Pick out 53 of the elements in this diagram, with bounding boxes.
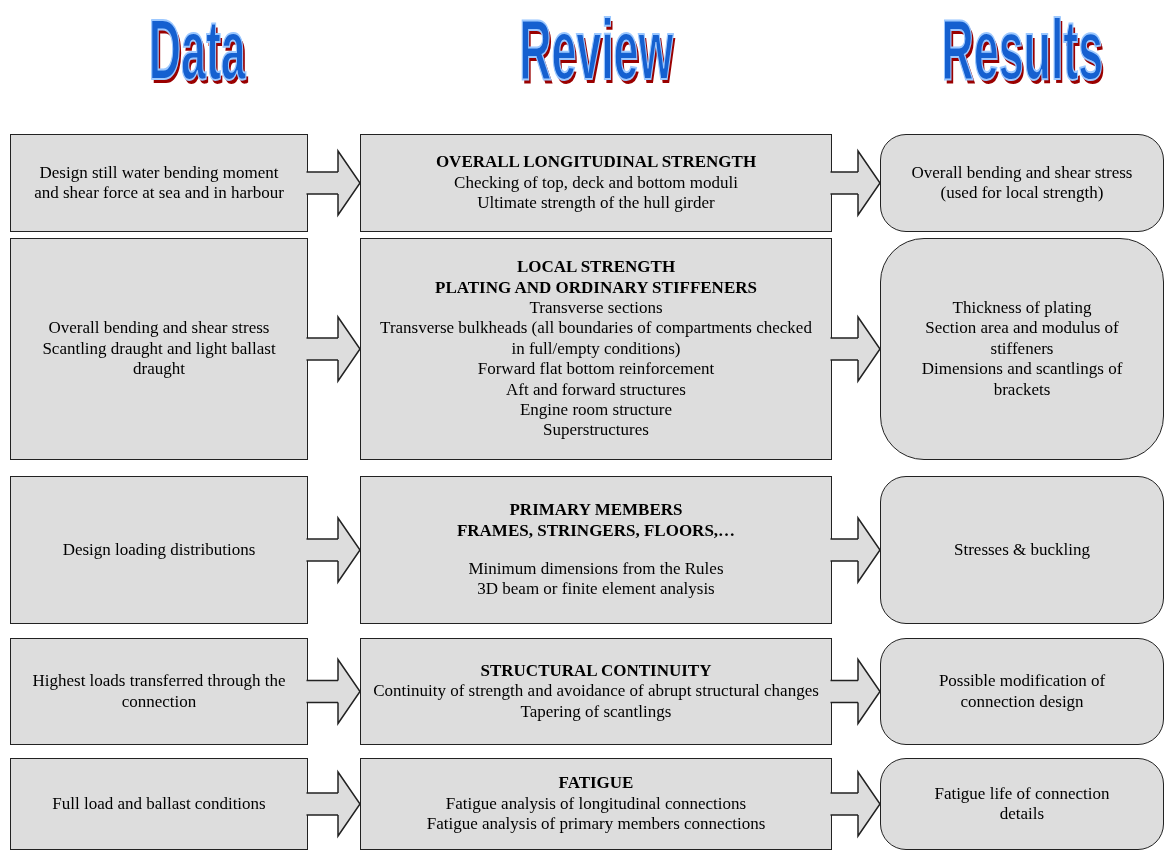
box-text: Superstructures: [543, 420, 649, 441]
column-heading: Results: [941, 6, 1103, 92]
result-box: [880, 638, 1164, 745]
box-text: Engine room structure: [520, 399, 672, 421]
section-heading: FRAMES, STRINGERS, FLOORS,…: [456, 520, 736, 541]
section-heading: PLATING AND ORDINARY STIFFENERS: [435, 277, 757, 298]
box-text: Continuity of strength and avoidance of abrupt structural changes: [373, 681, 819, 702]
box-text: Thickness of plating: [952, 298, 1092, 319]
box-text: Fatigue life of connection details: [933, 783, 1111, 825]
box-text: 3D beam or finite element analysis: [477, 579, 715, 600]
result-box: [880, 476, 1164, 624]
box-text: Fatigue analysis of longitudinal connections: [445, 793, 747, 815]
data-box: [10, 134, 308, 232]
box-text: Tapering of scantlings: [520, 701, 672, 723]
box-text: Transverse sections: [529, 298, 663, 319]
section-heading: FATIGUE: [558, 773, 634, 794]
data-box: [10, 238, 308, 460]
box-text: Overall bending and shear stress: [911, 162, 1133, 183]
section-heading: STRUCTURAL CONTINUITY: [480, 660, 712, 682]
box-text: Design loading distributions: [62, 539, 256, 561]
section-heading: LOCAL STRENGTH: [516, 257, 676, 278]
box-text: Section area and modulus of stiffeners: [924, 318, 1120, 360]
result-box: [880, 238, 1164, 460]
box-text: Full load and ballast conditions: [52, 793, 266, 815]
box-text: Stresses & buckling: [954, 539, 1090, 561]
box-text: Highest loads transferred through the connection: [31, 671, 287, 712]
data-box: [10, 638, 308, 745]
box-text: Fatigue analysis of primary members connections: [426, 814, 766, 835]
box-text: Minimum dimensions from the Rules: [468, 559, 724, 580]
box-text: Possible modification of connection design: [937, 671, 1107, 712]
section-heading: OVERALL LONGITUDINAL STRENGTH: [435, 152, 757, 173]
box-text: Design still water bending moment and shear force at sea and in harbour: [33, 162, 285, 204]
box-text: Dimensions and scantlings of brackets: [920, 359, 1124, 400]
column-heading: Review: [519, 6, 674, 92]
box-text: Ultimate strength of the hull girder: [477, 193, 715, 214]
review-box: [360, 758, 832, 850]
section-heading: PRIMARY MEMBERS: [509, 500, 683, 521]
box-text: Overall bending and shear stress: [48, 318, 270, 339]
review-box: [360, 638, 832, 745]
column-heading: Data: [148, 6, 246, 92]
data-box: [10, 758, 308, 850]
review-box: [360, 134, 832, 232]
box-text: Checking of top, deck and bottom moduli: [454, 172, 738, 194]
result-box: [880, 758, 1164, 850]
review-box: [360, 476, 832, 624]
box-text: (used for local strength): [940, 183, 1104, 204]
box-text: Transverse bulkheads (all boundaries of compartments checked in full/empty conditions): [379, 318, 813, 360]
data-box: [10, 476, 308, 624]
box-text: Aft and forward structures: [506, 379, 686, 400]
review-box: [360, 238, 832, 460]
box-text: Forward flat bottom reinforcement: [477, 359, 715, 380]
result-box: [880, 134, 1164, 232]
box-text: Scantling draught and light ballast draught: [41, 338, 277, 380]
